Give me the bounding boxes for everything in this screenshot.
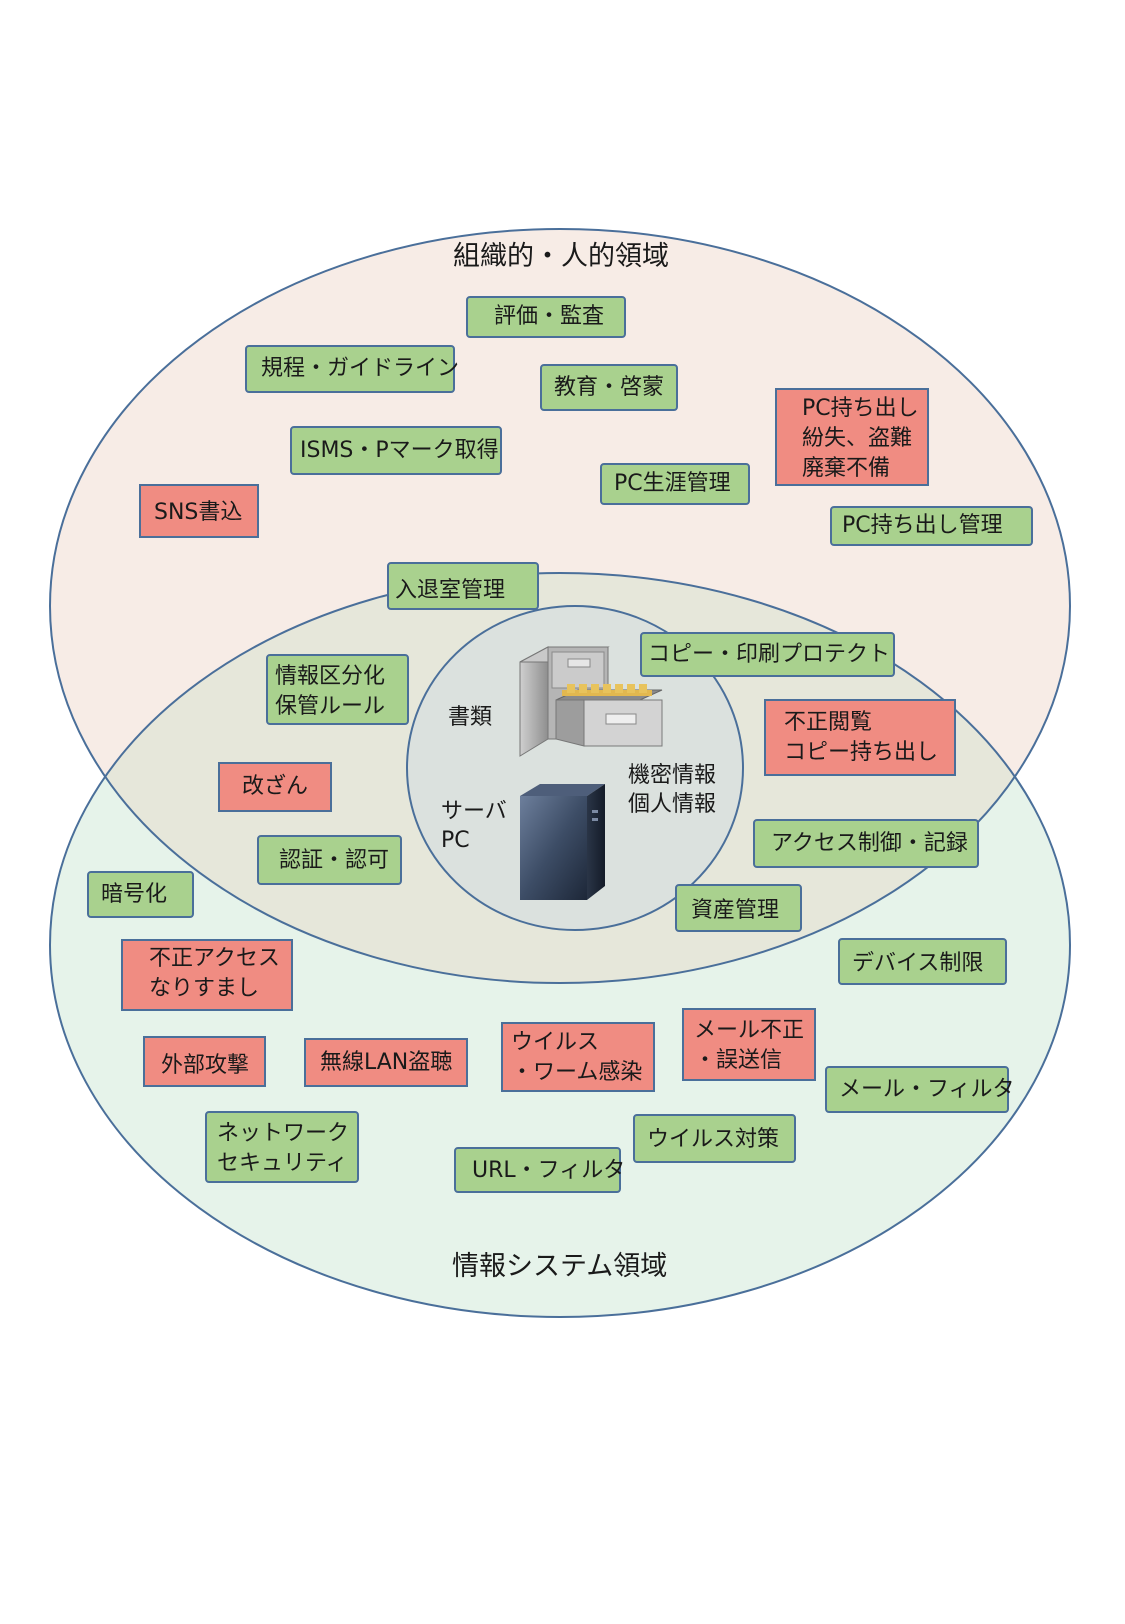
measure-access-control: アクセス制御・記録 [753,819,979,868]
measure-rules-guidelines: 規程・ガイドライン [245,345,459,393]
measure-copy-print-protect: コピー・印刷プロテクト [640,632,895,677]
measure-network-security: ネットワーク セキュリティ [205,1111,359,1183]
measure-virus-protection: ウイルス対策 [633,1114,796,1163]
measure-info-classification: 情報区分化 保管ルール [266,654,409,725]
threat-external-attack: 外部攻撃 [143,1036,266,1087]
server-label: サーバ [441,799,507,824]
threat-unauthorized-view: 不正閲覧 コピー持ち出し [764,699,956,776]
personal-info-label: 個人情報 [628,792,717,817]
threat-pc-loss: PC持ち出し 紛失、盗難 廃棄不備 [775,388,929,486]
measure-education: 教育・啓蒙 [540,364,678,411]
filing-cabinet-icon [519,646,663,757]
threat-wlan-eavesdrop: 無線LAN盗聴 [304,1038,468,1087]
threat-virus-worm: ウイルス ・ワーム感染 [501,1022,655,1092]
measure-evaluation-audit: 評価・監査 [466,296,626,338]
organizational-region-outline [49,228,1071,984]
documents-label: 書類 [448,705,493,730]
system-region-title: 情報システム領域 [452,1251,668,1282]
measure-device-limit: デバイス制限 [838,938,1007,985]
threat-tampering: 改ざん [218,762,332,812]
measure-pc-takeout-mgmt: PC持ち出し管理 [830,506,1033,546]
measure-asset-mgmt: 資産管理 [675,884,802,932]
measure-pc-lifecycle: PC生涯管理 [600,463,750,505]
measure-auth: 認証・認可 [257,835,402,885]
measure-mail-filter: メール・フィルタ [825,1066,1015,1113]
measure-isms: ISMS・Pマーク取得 [290,426,502,475]
threat-unauthorized-access: 不正アクセス なりすまし [121,939,293,1011]
server-icon [520,784,605,900]
measure-encryption: 暗号化 [87,871,194,918]
measure-url-filter: URL・フィルタ [454,1147,625,1193]
confidential-info-label: 機密情報 [628,763,717,788]
measure-entry-exit: 入退室管理 [387,562,539,610]
threat-mail-misuse: メール不正 ・誤送信 [682,1008,816,1081]
threat-sns: SNS書込 [139,484,259,538]
core-region [406,605,744,931]
system-region-outline [49,572,1071,1318]
pc-label: PC [441,828,470,853]
organizational-region-title: 組織的・人的領域 [453,241,669,272]
